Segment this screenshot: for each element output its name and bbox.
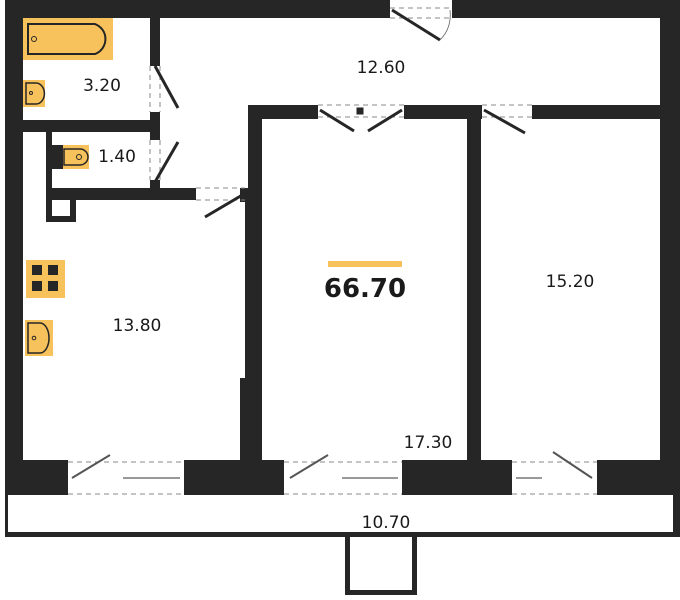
walls [5,0,680,595]
kitchen-sink-icon [25,320,53,356]
windows [68,451,597,495]
stove-icon [26,260,65,298]
room-area-living-room: 17.30 [403,433,453,453]
fixtures [23,18,113,356]
room-area-bedroom: 15.20 [545,272,595,292]
total-area-accent-bar [328,261,402,267]
room-area-toilet: 1.40 [98,147,136,167]
doors [149,7,532,219]
room-area-bathroom: 3.20 [83,76,121,96]
room-area-hallway: 12.60 [356,58,406,78]
room-area-balcony: 10.70 [361,513,411,533]
total-area: 66.70 [323,274,407,304]
room-area-kitchen: 13.80 [112,316,162,336]
toilet-icon [52,145,89,169]
sink-icon [23,80,46,107]
bathtub-icon [23,18,113,60]
